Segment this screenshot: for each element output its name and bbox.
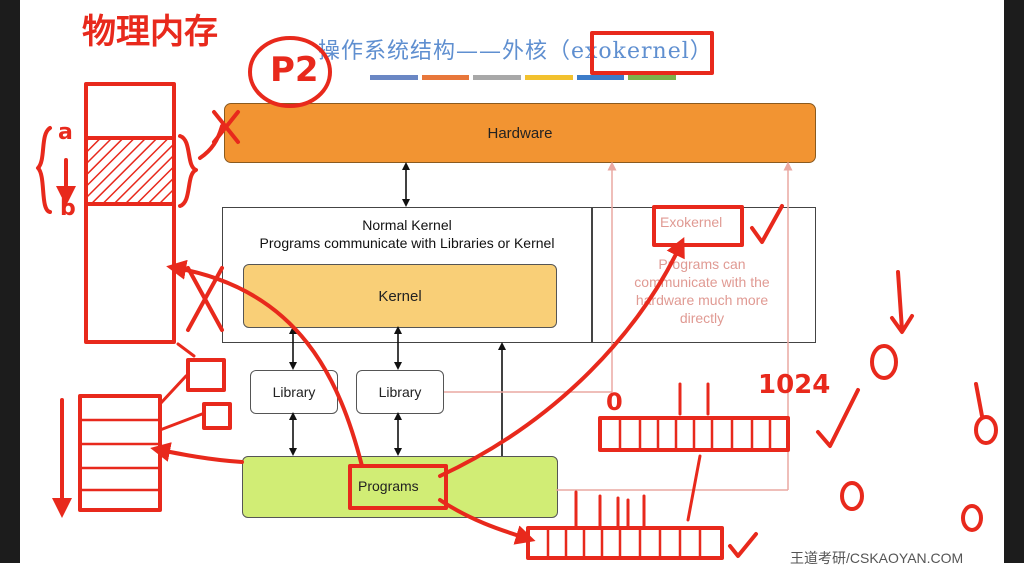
exokernel-description: Programs can communicate with the hardwa…	[612, 255, 792, 327]
right-frame-bar	[1004, 0, 1024, 563]
left-frame-bar	[0, 0, 20, 563]
brace-to-hw-arrow	[198, 124, 224, 160]
programs-to-exokernel-arrow	[438, 236, 685, 478]
left-brace	[36, 126, 52, 214]
small-box-2	[202, 402, 232, 430]
right-arrow-1	[890, 270, 914, 334]
memory-to-box-line	[176, 342, 196, 358]
title-color-stripes	[370, 75, 677, 81]
red-annotations	[36, 31, 998, 560]
left-stack	[78, 394, 162, 512]
programs-to-memory-arrow	[166, 259, 364, 468]
stripe-2	[421, 75, 470, 80]
check-mark-3	[816, 388, 860, 448]
right-array-arrows	[678, 382, 710, 522]
stripe-5	[576, 75, 625, 80]
exokernel-title-box	[590, 31, 714, 75]
p2-circle	[248, 36, 332, 108]
right-circle-4	[961, 504, 983, 532]
programs-to-array-arrow	[438, 498, 536, 545]
watermark: 王道考研/CSKAOYAN.COM	[790, 550, 964, 566]
slide-title: 操作系统结构——外核（exokernel）	[318, 39, 713, 64]
a-annotation: a	[58, 120, 73, 145]
hardware-box: Hardware	[224, 103, 816, 163]
stripe-4	[525, 75, 573, 80]
memory-column	[84, 82, 176, 344]
p2-annotation: P2	[270, 50, 319, 90]
memory-hatched-area	[84, 136, 176, 206]
exokernel-desc-line: communicate with the	[634, 274, 770, 290]
left-stack-rows	[78, 418, 162, 492]
right-circle-3	[840, 481, 864, 511]
programs-highlight-box	[348, 464, 448, 510]
programs-to-stack-arrow	[150, 442, 244, 464]
cross-mark-1	[212, 110, 240, 144]
stripe-6	[628, 75, 677, 80]
right-brace	[178, 134, 198, 208]
right-circle-2	[974, 415, 998, 445]
library-box-1: Library	[250, 370, 338, 414]
bottom-array	[526, 526, 724, 560]
programs-label: Programs	[358, 478, 419, 494]
check-mark-2	[728, 532, 758, 558]
stripe-1	[370, 75, 418, 80]
right-array-cells	[618, 416, 772, 452]
small-box-1	[186, 358, 226, 392]
hardware-label: Hardware	[487, 124, 553, 142]
b-annotation: b	[60, 196, 76, 221]
normal-kernel-heading: Normal Kernel	[362, 217, 452, 233]
normal-kernel-title: Normal Kernel Programs communicate with …	[223, 216, 591, 252]
normal-kernel-subtitle: Programs communicate with Libraries or K…	[259, 235, 555, 251]
bottom-array-cells	[546, 526, 702, 560]
black-connectors	[289, 162, 506, 456]
physical-memory-annotation: 物理内存	[82, 12, 218, 52]
kernel-exokernel-divider	[591, 208, 593, 342]
cross-mark-2	[186, 266, 224, 332]
zero-annotation: 0	[606, 388, 623, 416]
check-mark-1	[750, 204, 784, 244]
bottom-array-arrows	[574, 490, 646, 528]
pink-connectors	[444, 161, 793, 491]
exokernel-label: Exokernel	[660, 214, 723, 230]
library-box-2: Library	[356, 370, 444, 414]
right-arrow-2	[974, 382, 984, 418]
right-circle-1	[870, 344, 898, 380]
exokernel-desc-line: Programs can	[658, 256, 746, 272]
exokernel-label-box	[652, 205, 744, 247]
exokernel-desc-line: directly	[679, 310, 725, 326]
exokernel-desc-line: hardware much more	[635, 292, 769, 308]
n1024-annotation: 1024	[758, 370, 831, 400]
library-label: Library	[272, 384, 316, 400]
kernel-label: Kernel	[378, 287, 422, 305]
stripe-3	[473, 75, 522, 80]
library-label: Library	[378, 384, 422, 400]
stack-to-box-arrows	[158, 374, 204, 432]
